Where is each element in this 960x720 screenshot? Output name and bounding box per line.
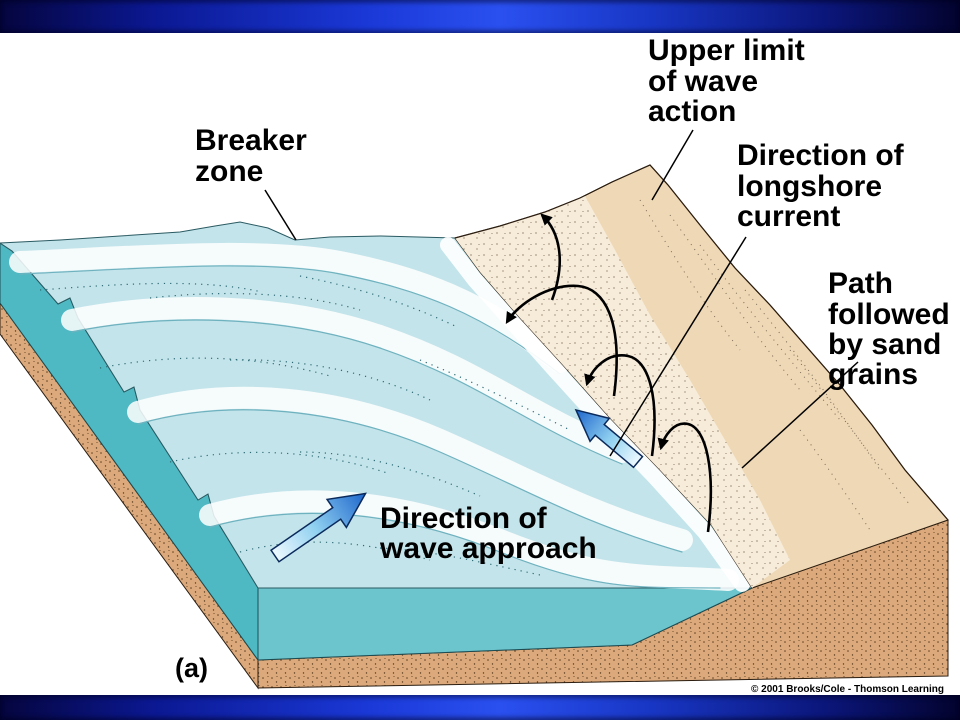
sand-path-label: Path followed by sand grains [828,267,958,391]
longshore-current-arrow [574,408,644,469]
wave-edge [137,409,683,553]
sand-path-arrow [505,284,618,397]
wave-crest [127,386,693,551]
wave-approach-label: Direction of wave approach [379,502,597,565]
leader-lines [264,129,859,469]
wave-edge [71,319,623,465]
wave-edge [19,265,561,375]
upper-limit-label: Upper limit of wave action [648,34,813,128]
upper-limit-leader [651,129,694,201]
swash-foam [440,237,750,592]
wave-approach-arrow [269,492,367,563]
breaker-zone-label: Breaker zone [195,124,315,188]
longshore-current-label: Direction of longshore current [737,139,912,233]
sand-path-arrow [657,422,713,533]
top-title-bar [0,0,960,33]
sand-path-leader [741,361,859,469]
wave-crest [9,242,571,373]
water-texture [39,275,571,576]
sand-path-arrow [540,213,562,301]
beach-ridge-outline [454,164,949,521]
wave-crest [199,490,739,591]
breaker-zone-leader [264,189,297,241]
panel-label: (a) [175,653,208,683]
wave-edge [209,512,721,589]
wave-crest [61,297,633,463]
copyright-credit: © 2001 Brooks/Cole - Thomson Learning [751,684,944,695]
longshore-current-leader [609,236,747,457]
bottom-bar [0,695,960,720]
sand-grain-paths [505,213,713,533]
sand-path-arrow [584,354,656,457]
backshore-texture [639,199,911,531]
breaker-waves [9,237,750,592]
